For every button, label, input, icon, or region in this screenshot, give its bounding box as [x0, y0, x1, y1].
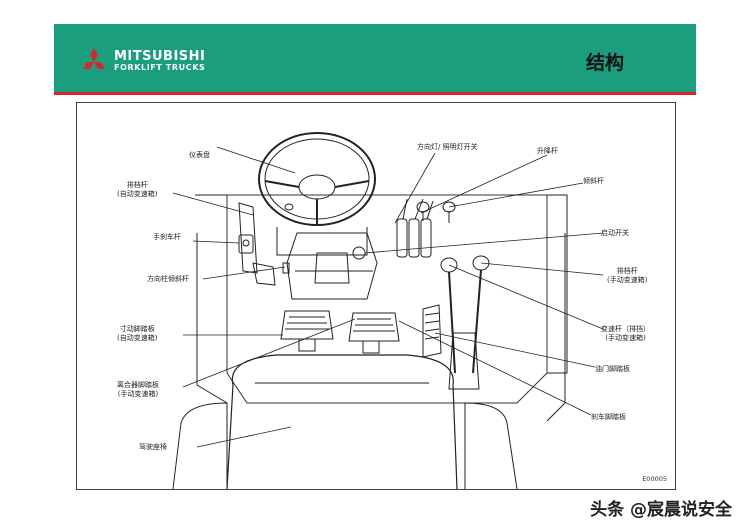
cab-outline [195, 194, 568, 422]
slide: MITSUBISHI FORKLIFT TRUCKS 结构 [54, 24, 696, 498]
label-accelerator: 油门脚踏板 [595, 365, 630, 373]
steering-wheel [258, 132, 376, 226]
pedals [280, 304, 442, 358]
logo-name: MITSUBISHI [114, 49, 206, 64]
driver-seat [172, 354, 518, 489]
label-start-switch: 启动开关 [601, 229, 629, 237]
left-panel [238, 202, 290, 286]
diagram-frame: 仪表盘 方向灯/ 照明灯开关 升降杆 排档杆 (自动变速箱) 倾斜杆 手刹车杆 … [76, 102, 676, 490]
label-hand-brake: 手刹车杆 [153, 233, 181, 241]
label-gearshift: 变速杆（排挡） (手动变速箱) [601, 325, 650, 342]
steering-column [286, 232, 378, 300]
header-divider [54, 92, 696, 95]
slide-title: 结构 [585, 52, 624, 74]
control-levers [352, 198, 456, 260]
figure-code: E00005 [642, 475, 667, 483]
label-clutch-pedal: 离合器脚踏板 (手动变速箱) [117, 381, 159, 398]
label-dashboard: 仪表盘 [189, 151, 210, 159]
label-lift-lever: 升降杆 [537, 147, 558, 155]
label-brake-pedal: 刹车脚踏板 [591, 413, 626, 421]
three-diamonds-icon [83, 48, 105, 69]
forklift-cab-drawing [172, 132, 604, 489]
label-shift-lever-manual: 排档杆 (手动变速箱) [607, 267, 648, 284]
label-turn-light-switch: 方向灯/ 照明灯开关 [417, 143, 478, 151]
watermark: 头条 @宸晨说安全 [590, 500, 732, 520]
label-steering-tilt: 方向柱倾斜杆 [147, 275, 189, 283]
label-shift-lever-auto: 排档杆 (自动变速箱) [117, 181, 158, 198]
header-bar: MITSUBISHI FORKLIFT TRUCKS 结构 [54, 24, 696, 92]
label-tilt-lever: 倾斜杆 [583, 177, 604, 185]
leader-lines [172, 146, 604, 448]
label-driver-seat: 驾驶座椅 [139, 443, 167, 451]
logo-subname: FORKLIFT TRUCKS [114, 63, 206, 72]
mitsubishi-logo: MITSUBISHI FORKLIFT TRUCKS [78, 48, 205, 74]
label-inching-pedal: 寸动脚踏板 (自动变速箱) [117, 325, 158, 342]
